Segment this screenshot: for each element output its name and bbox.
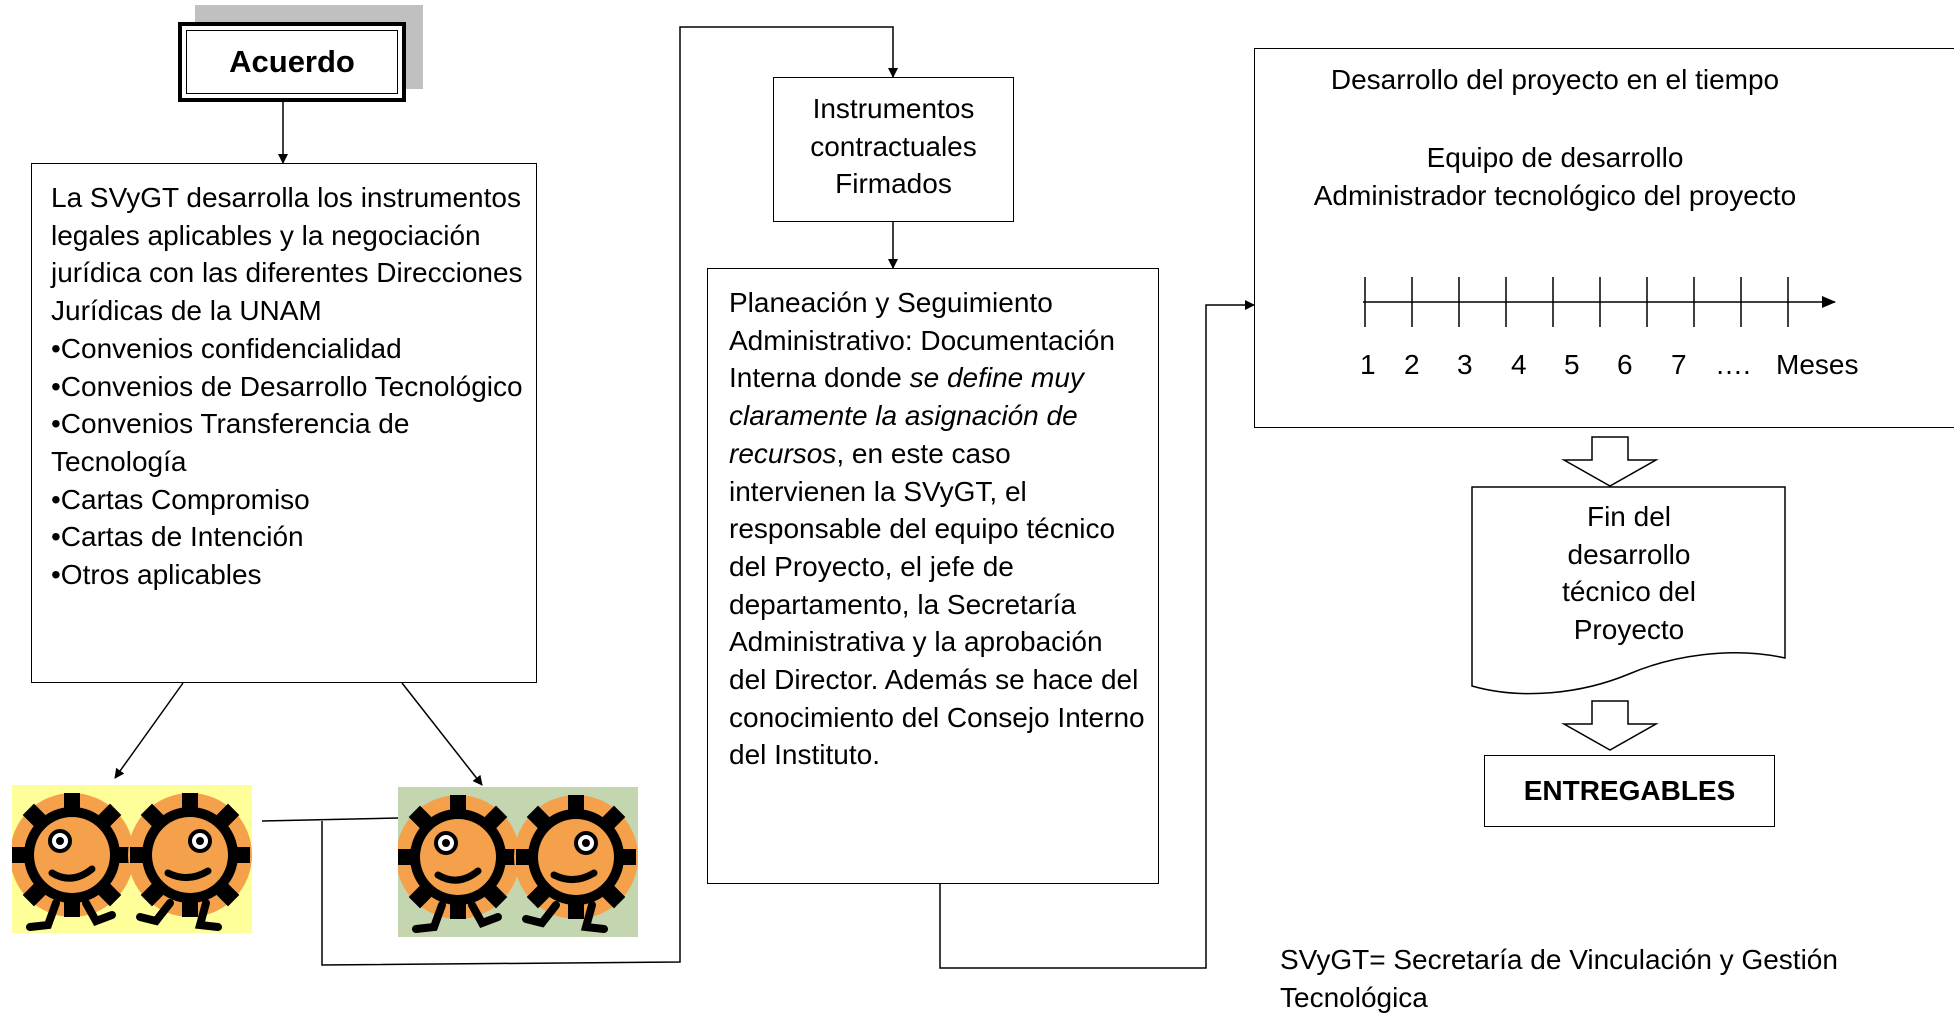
timeline: [1363, 277, 1836, 327]
hollow-down-arrow-icon: [1561, 436, 1659, 487]
timeline-ticks: [1364, 277, 1789, 327]
footnote-line: SVyGT= Secretaría de Vinculación y Gesti…: [1280, 944, 1838, 975]
legal-intro-text: La SVyGT desarrolla los instrumentos leg…: [51, 182, 523, 327]
planeacion-text-end: , en este caso intervienen la SVyGT, el …: [729, 437, 1145, 771]
entregables-box: ENTREGABLES: [1484, 755, 1775, 827]
timeline-label: 1: [1360, 349, 1376, 380]
instrumentos-line: Instrumentos: [812, 93, 975, 124]
acuerdo-label: Acuerdo: [229, 44, 355, 79]
timeline-label: 4: [1511, 349, 1527, 380]
team-line: Administrador tecnológico del proyecto: [1313, 180, 1797, 211]
fin-document-shape: [1471, 486, 1786, 695]
fin-line: Fin del: [1586, 501, 1672, 532]
cog-character-icon: [396, 795, 638, 933]
footnote: SVyGT= Secretaría de Vinculación y Gesti…: [1280, 941, 1838, 1016]
desarrollo-box: Desarrollo del proyecto en el tiempo Equ…: [1254, 48, 1954, 428]
legal-instruments-box: La SVyGT desarrolla los instrumentos leg…: [31, 163, 537, 683]
timeline-label: 2: [1404, 349, 1420, 380]
legal-item: •Convenios de Desarrollo Tecnológico: [51, 370, 523, 402]
timeline-label: 7: [1671, 349, 1687, 380]
fin-text: Fin del desarrollo técnico del Proyecto: [1471, 498, 1787, 649]
timeline-label: 3: [1457, 349, 1473, 380]
timeline-label: 5: [1564, 349, 1580, 380]
legal-item: •Cartas de Intención: [51, 521, 304, 553]
footnote-line: Tecnológica: [1280, 981, 1428, 1013]
arrow-legal-to-cog-right: [401, 682, 483, 786]
instrumentos-line: contractuales: [810, 130, 977, 162]
planeacion-italic-text: se define muy claramente la asignación d…: [729, 362, 1084, 469]
arrow-legal-to-cog-left: [114, 682, 184, 779]
timeline-label: 6: [1617, 349, 1633, 380]
connector-planeacion-to-desarrollo: [939, 300, 1255, 969]
fin-line: técnico del: [1562, 576, 1696, 608]
cog-character-icon: [10, 793, 252, 931]
team-line: Equipo de desarrollo: [1426, 142, 1684, 173]
desarrollo-title: Desarrollo del proyecto en el tiempo: [1330, 64, 1780, 95]
planeacion-text: Planeación y Seguimiento Administrativo:…: [729, 287, 1115, 394]
cog-characters-left: [10, 785, 252, 933]
instrumentos-box: Instrumentos contractuales Firmados: [773, 77, 1014, 222]
planeacion-box: Planeación y Seguimiento Administrativo:…: [707, 268, 1159, 884]
entregables-label: ENTREGABLES: [1523, 775, 1736, 806]
legal-item: •Convenios confidencialidad: [51, 332, 402, 364]
timeline-label: Meses: [1776, 349, 1859, 380]
hollow-down-arrow-icon: [1561, 700, 1659, 751]
fin-line: desarrollo: [1567, 538, 1691, 570]
fin-line: Proyecto: [1573, 614, 1685, 646]
connector-cogs-to-instrumentos: [261, 817, 399, 822]
acuerdo-box: Acuerdo: [178, 22, 406, 102]
legal-item: •Cartas Compromiso: [51, 483, 310, 515]
legal-item: •Otros aplicables: [51, 559, 262, 591]
instrumentos-line: Firmados: [835, 168, 952, 200]
legal-item: •Convenios Transferencia de Tecnología: [51, 408, 410, 477]
cog-characters-right: [396, 787, 638, 937]
timeline-label: ….: [1715, 349, 1751, 380]
